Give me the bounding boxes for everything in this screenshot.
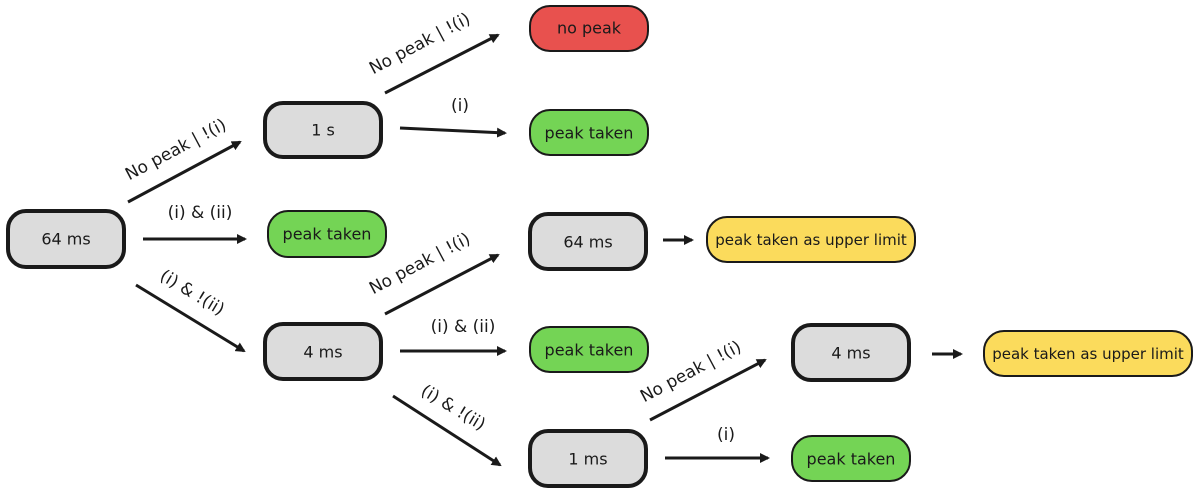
edge-label-4ms-to-1ms: (i) & !(ii)	[417, 381, 489, 435]
result-label: peak taken	[545, 124, 634, 143]
node-4ms: 4 ms	[263, 322, 383, 381]
result-label: peak taken	[283, 225, 372, 244]
result-label: peak taken	[545, 341, 634, 360]
edge-label-1s-to-nopeak: No peak | !(i)	[366, 9, 474, 79]
result-label: peak taken	[807, 450, 896, 469]
edge-label-1ms-to-peak: (i)	[717, 425, 735, 445]
result-peak-taken-4: peak taken	[791, 435, 911, 482]
result-label: peak taken as upper limit	[715, 231, 907, 249]
edge-root-to-4ms	[135, 283, 246, 353]
edge-root-to-1s	[127, 140, 242, 204]
node-64ms-root: 64 ms	[6, 209, 126, 269]
node-label: 1 ms	[568, 450, 607, 469]
result-no-peak: no peak	[529, 5, 649, 52]
edge-4ms-to-64ms	[384, 253, 500, 316]
result-peak-taken-1: peak taken	[529, 109, 649, 156]
edge-label-root-to-4ms: (i) & !(ii)	[156, 266, 228, 320]
edge-4ms-to-1ms	[392, 394, 502, 467]
node-label: 1 s	[311, 121, 335, 140]
result-peak-taken-3: peak taken	[529, 326, 649, 373]
node-label: 4 ms	[831, 344, 870, 363]
result-label: peak taken as upper limit	[992, 345, 1184, 363]
node-1ms: 1 ms	[528, 429, 648, 488]
node-4ms-second: 4 ms	[791, 323, 911, 382]
node-label: 64 ms	[563, 233, 612, 252]
node-label: 4 ms	[303, 343, 342, 362]
edge-1ms-to-4ms	[649, 358, 767, 422]
edge-1s-to-peak	[399, 126, 507, 138]
result-peak-taken-2: peak taken	[267, 210, 387, 258]
edge-label-4ms-to-peak: (i) & (ii)	[431, 317, 496, 337]
result-upper-limit-2: peak taken as upper limit	[983, 330, 1193, 377]
result-upper-limit-1: peak taken as upper limit	[706, 216, 916, 263]
edge-label-1ms-to-4ms: No peak | !(i)	[637, 337, 745, 407]
node-1s: 1 s	[263, 101, 383, 159]
result-label: no peak	[557, 19, 622, 38]
edge-label-root-to-peak: (i) & (ii)	[168, 203, 233, 223]
edge-1s-to-nopeak	[384, 33, 500, 95]
edge-label-1s-to-peak: (i)	[451, 96, 469, 116]
node-label: 64 ms	[41, 230, 90, 249]
edge-label-root-to-1s: No peak | !(i)	[122, 115, 230, 185]
node-64ms-second: 64 ms	[528, 212, 648, 271]
